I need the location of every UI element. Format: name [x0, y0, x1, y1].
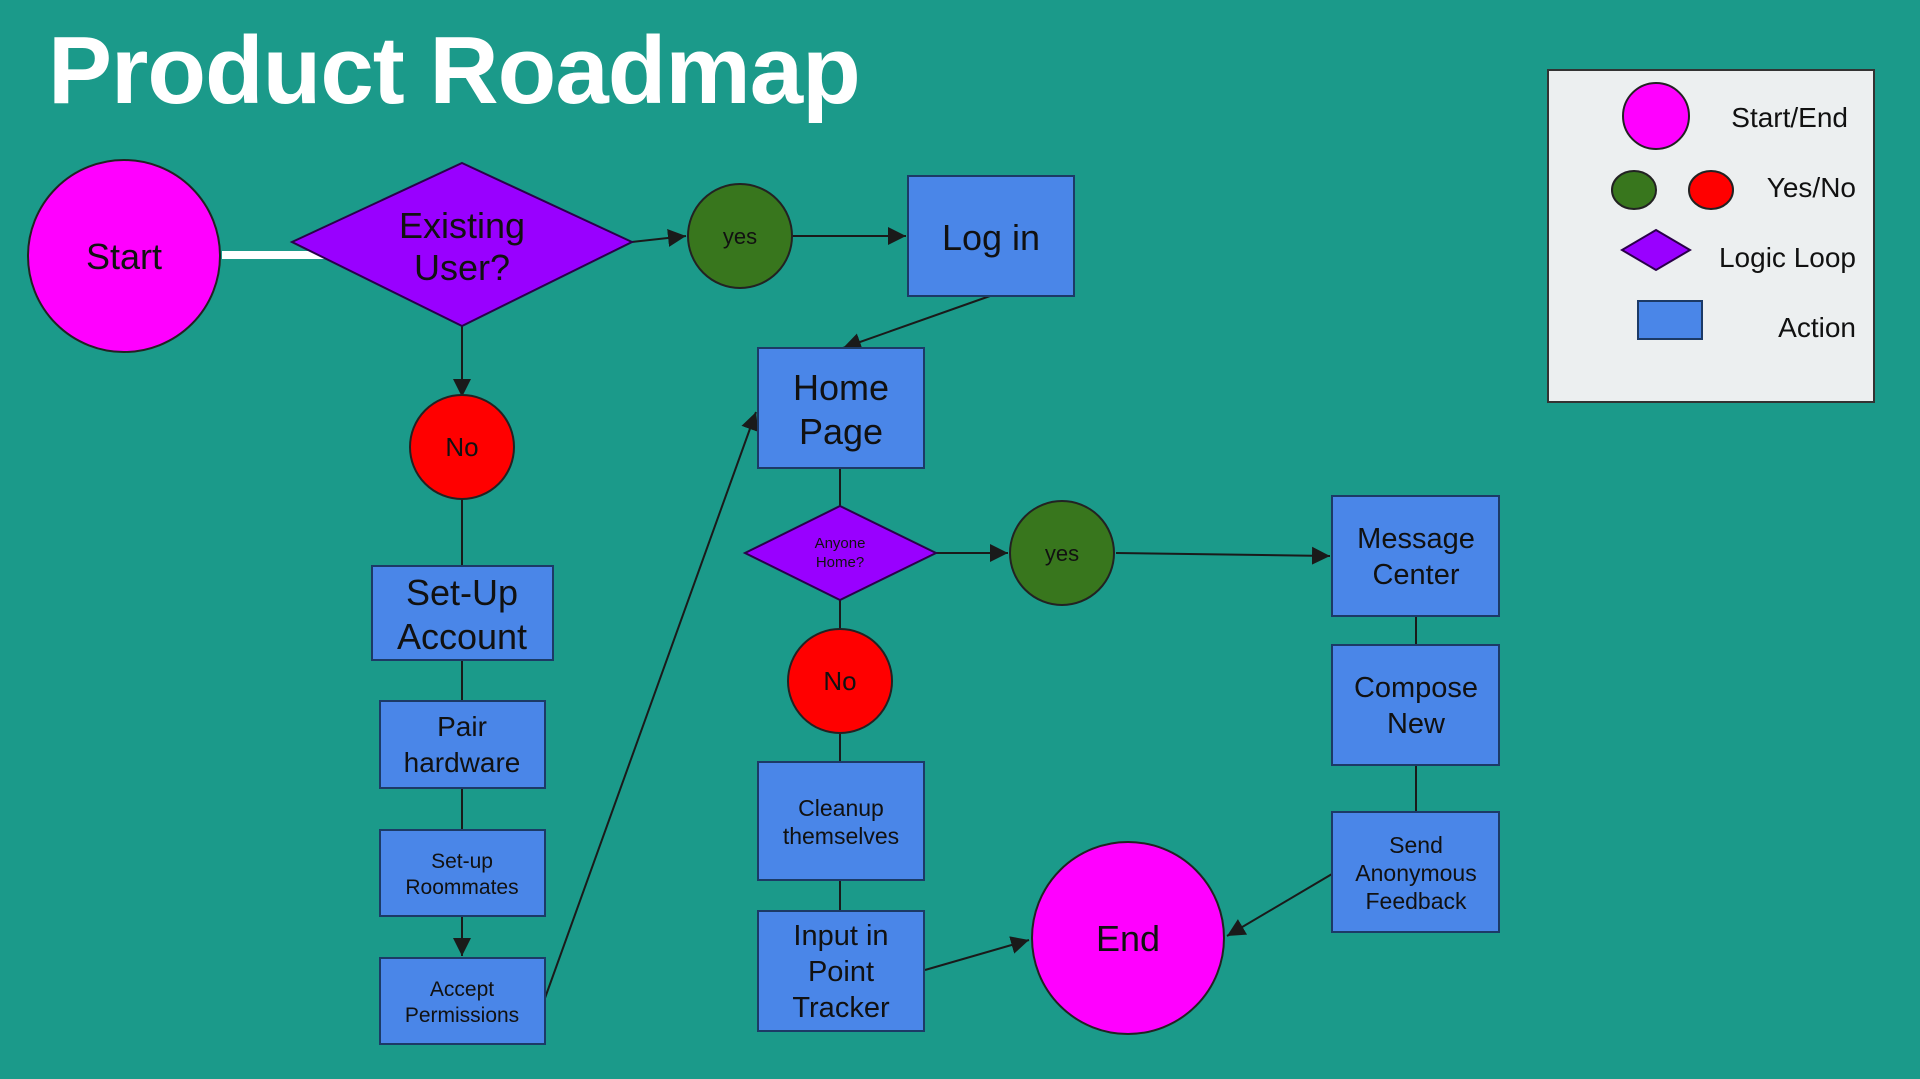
no-label: No [445, 432, 478, 462]
action-legend-icon [1637, 300, 1703, 340]
connector-yes-message [1115, 546, 1331, 565]
start-node: Start [27, 159, 221, 353]
yes-label: yes [1045, 541, 1079, 566]
log-in-label: Log in [942, 217, 1040, 258]
send-feedback-label-line2: Anonymous [1355, 860, 1476, 886]
yes-legend-icon [1611, 170, 1657, 210]
compose-new-label-line2: New [1387, 708, 1446, 740]
no-legend-icon [1688, 170, 1734, 210]
accept-permissions-label-line1: Accept [430, 978, 494, 1001]
message-center-label-line1: Message [1357, 523, 1475, 555]
message-center-label-line2: Center [1372, 559, 1459, 591]
home-page-label-line2: Page [799, 411, 883, 452]
connectors [222, 227, 1417, 999]
connector-login-home [842, 295, 991, 351]
setup-account-action: Set-Up Account [371, 565, 554, 661]
input-point-tracker-action: Input in Point Tracker [757, 910, 925, 1032]
pair-hardware-label-line1: Pair [437, 711, 487, 742]
legend: Start/End Yes/No Logic Loop Action [1547, 69, 1875, 403]
cleanup-label-line1: Cleanup [798, 795, 884, 821]
send-feedback-action: Send Anonymous Feedback [1331, 811, 1500, 933]
existing-user-label-line1: Existing [399, 205, 525, 246]
send-feedback-label-line3: Feedback [1365, 888, 1467, 914]
setup-roommates-label-line2: Roommates [405, 876, 518, 899]
compose-new-label-line1: Compose [1354, 672, 1478, 704]
setup-roommates-label-line1: Set-up [431, 850, 493, 873]
no-node-setup: No [409, 394, 515, 500]
legend-start-end-label: Start/End [1731, 102, 1848, 133]
compose-new-action: Compose New [1331, 644, 1500, 766]
legend-logic-loop-label: Logic Loop [1719, 242, 1856, 273]
setup-account-label-line2: Account [397, 616, 527, 657]
anyone-home-label-line2: Home? [816, 554, 864, 571]
message-center-action: Message Center [1331, 495, 1500, 617]
anyone-home-decision: Anyone Home? [742, 504, 939, 602]
log-in-action: Log in [907, 175, 1075, 297]
no-label: No [823, 666, 856, 696]
existing-user-decision: Existing User? [289, 161, 635, 328]
yes-node-login: yes [687, 183, 793, 289]
yes-node-message: yes [1009, 500, 1115, 606]
logic-loop-legend-icon [1620, 228, 1692, 272]
connector-existing-yes [631, 229, 687, 247]
accept-permissions-label-line2: Permissions [405, 1004, 519, 1027]
end-label: End [1096, 918, 1160, 959]
cleanup-label-line2: themselves [783, 823, 899, 849]
home-page-action: Home Page [757, 347, 925, 469]
send-feedback-label-line1: Send [1389, 832, 1443, 858]
yes-label: yes [723, 224, 757, 249]
connector-input-end [924, 936, 1030, 971]
accept-permissions-action: Accept Permissions [379, 957, 546, 1045]
pair-hardware-action: Pair hardware [379, 700, 546, 789]
connector-send-end [1226, 873, 1333, 937]
existing-user-label-line2: User? [414, 247, 510, 288]
input-point-label-line1: Input in [793, 920, 888, 952]
legend-action-label: Action [1778, 312, 1856, 343]
input-point-label-line2: Point [808, 956, 874, 988]
start-end-legend-icon [1622, 82, 1690, 150]
end-node: End [1031, 841, 1225, 1035]
page-title: Product Roadmap [48, 17, 861, 124]
setup-roommates-action: Set-up Roommates [379, 829, 546, 917]
connector-accept-home [544, 411, 759, 999]
cleanup-action: Cleanup themselves [757, 761, 925, 881]
legend-yes-no-label: Yes/No [1767, 172, 1856, 203]
no-node-cleanup: No [787, 628, 893, 734]
setup-account-label-line1: Set-Up [406, 572, 518, 613]
input-point-label-line3: Tracker [792, 992, 890, 1024]
start-label: Start [86, 236, 162, 277]
home-page-label-line1: Home [793, 367, 889, 408]
anyone-home-label-line1: Anyone [815, 535, 866, 552]
pair-hardware-label-line2: hardware [404, 747, 521, 778]
